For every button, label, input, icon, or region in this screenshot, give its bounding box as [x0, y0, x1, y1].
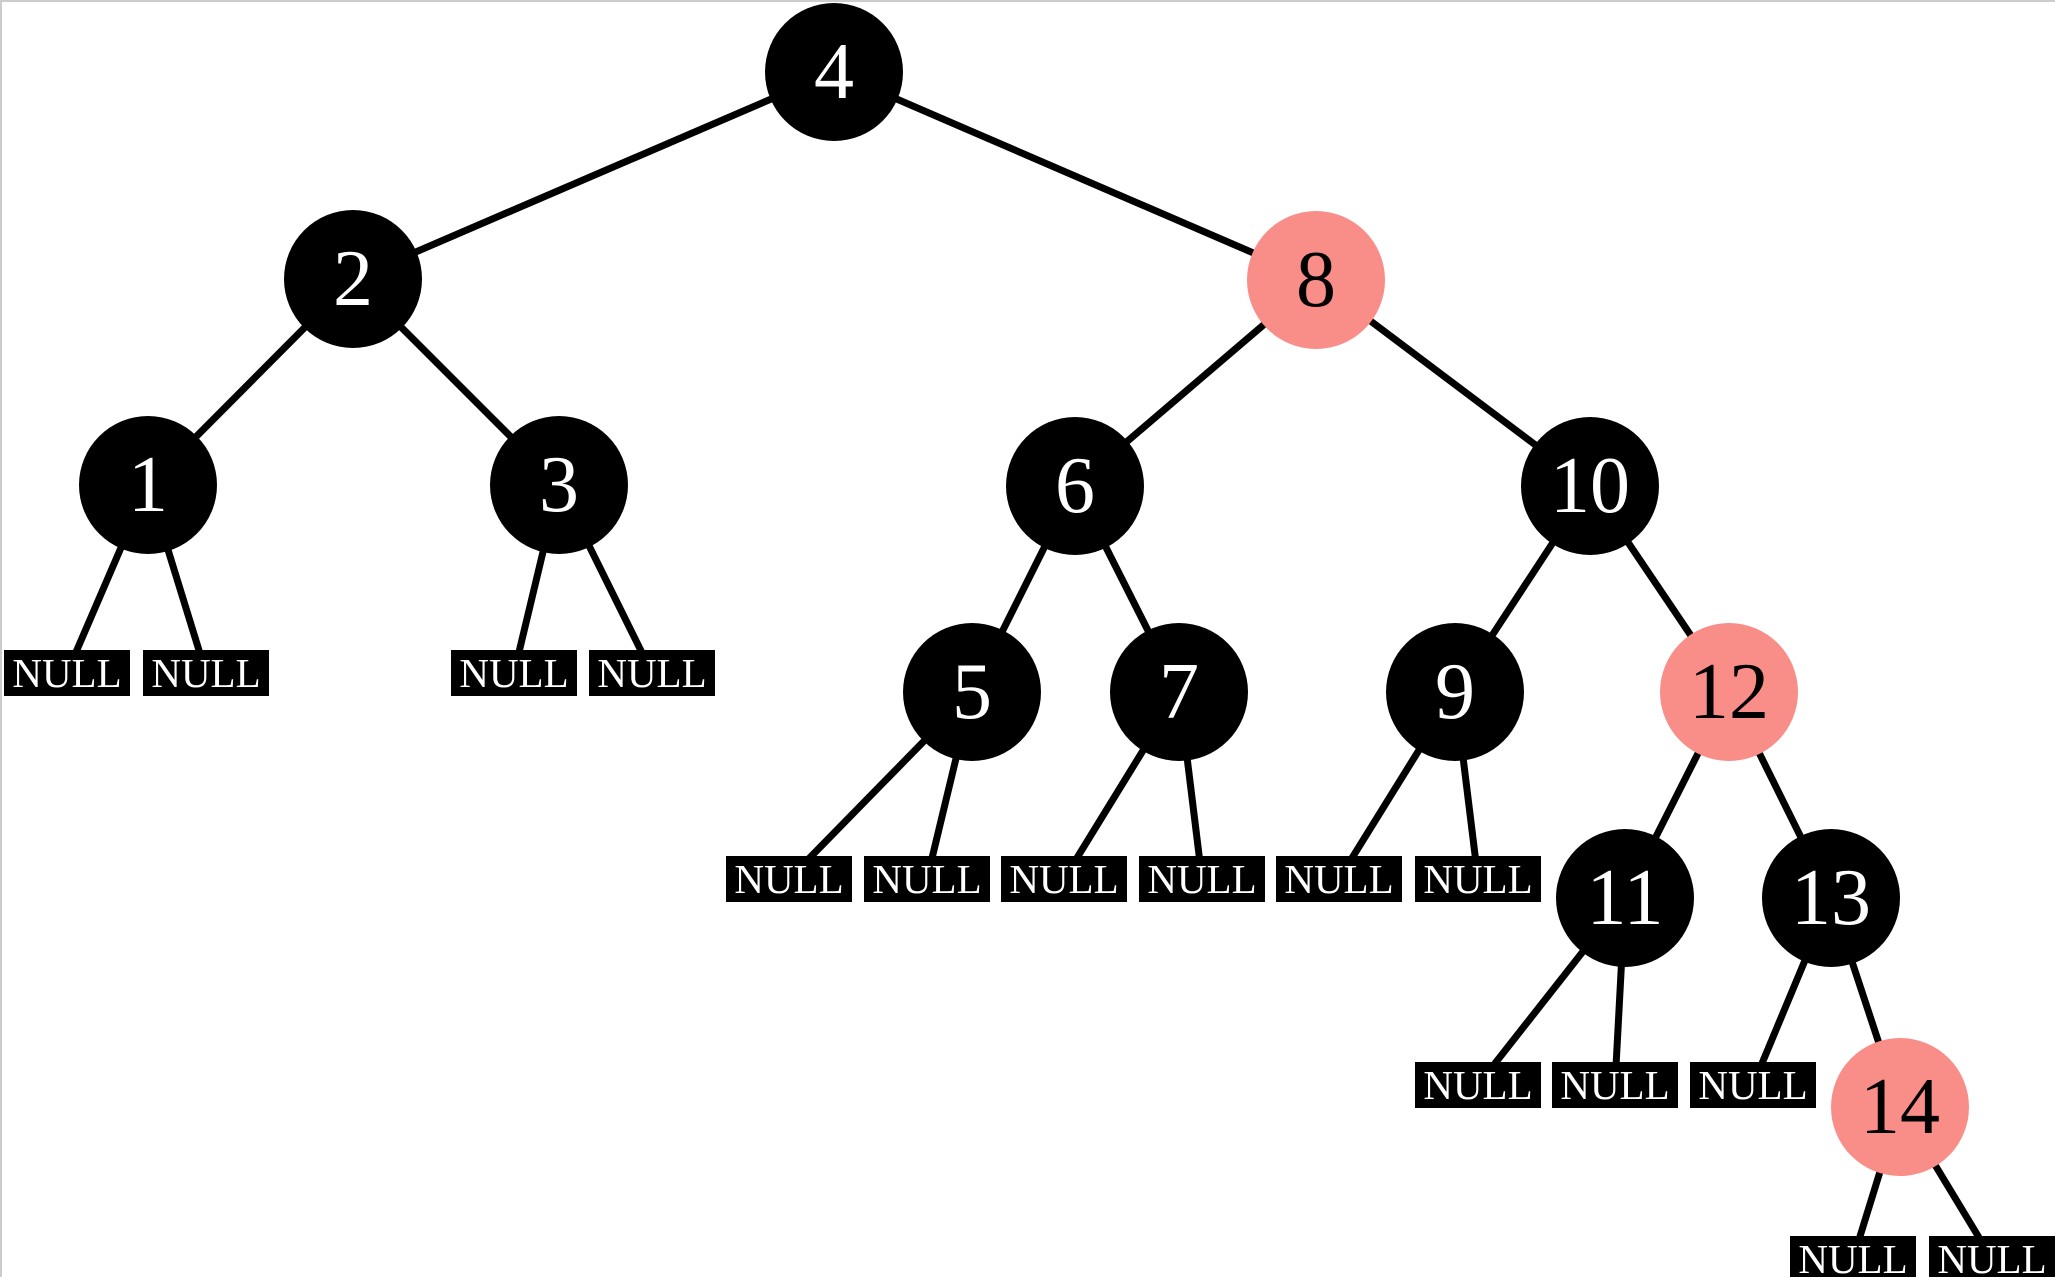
edge-4-2: [351, 68, 836, 283]
tree-node-5: 5: [903, 623, 1041, 761]
tree-node-6: 6: [1006, 417, 1144, 555]
tree-node-13: 13: [1762, 829, 1900, 967]
null-leaf-7-right: NULL: [1139, 856, 1265, 902]
null-leaf-5-left: NULL: [726, 856, 852, 902]
tree-node-9: 9: [1386, 623, 1524, 761]
tree-node-8: 8: [1247, 211, 1385, 349]
tree-node-3: 3: [490, 416, 628, 554]
tree-node-4: 4: [765, 3, 903, 141]
null-leaf-7-left: NULL: [1001, 856, 1127, 902]
null-leaf-11-left: NULL: [1415, 1062, 1541, 1108]
edge-4-8: [832, 68, 1318, 284]
null-leaf-9-right: NULL: [1415, 856, 1541, 902]
tree-node-11: 11: [1556, 829, 1694, 967]
null-leaf-1-right: NULL: [143, 650, 269, 696]
null-leaf-3-left: NULL: [451, 650, 577, 696]
tree-node-12: 12: [1660, 623, 1798, 761]
null-leaf-5-right: NULL: [864, 856, 990, 902]
null-leaf-9-left: NULL: [1276, 856, 1402, 902]
tree-node-7: 7: [1110, 623, 1248, 761]
null-leaf-14-right: NULL: [1929, 1236, 2055, 1277]
tree-node-1: 1: [79, 416, 217, 554]
null-leaf-3-right: NULL: [589, 650, 715, 696]
tree-node-14: 14: [1831, 1038, 1969, 1176]
tree-node-10: 10: [1521, 417, 1659, 555]
null-leaf-11-right: NULL: [1552, 1062, 1678, 1108]
null-leaf-13-left: NULL: [1690, 1062, 1816, 1108]
tree-node-2: 2: [284, 210, 422, 348]
null-leaf-14-left: NULL: [1790, 1236, 1916, 1277]
null-leaf-1-left: NULL: [4, 650, 130, 696]
